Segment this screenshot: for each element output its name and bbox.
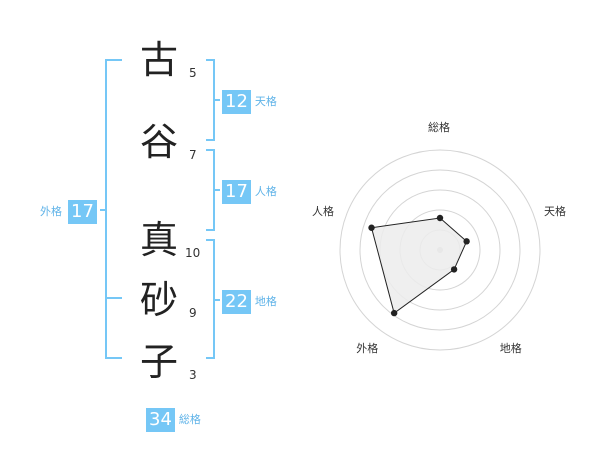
tenkaku-label: 天格 (254, 95, 277, 108)
gaikaku-bracket (105, 59, 122, 359)
radar-axis-label-2: 天格 (544, 205, 567, 219)
jinkaku-value: 17 (222, 180, 251, 204)
stroke-count-2: 7 (189, 148, 197, 162)
jinkaku-label: 人格 (254, 185, 277, 198)
soukaku-label: 総格 (178, 413, 201, 426)
radar-ring-5 (339, 149, 541, 351)
stroke-count-1: 5 (189, 66, 197, 80)
radar-point-1 (436, 214, 444, 222)
bracket-lines (100, 59, 220, 359)
soukaku-result: 34 総格 (146, 408, 201, 432)
radar-axis-label-1: 総格 (428, 121, 450, 134)
tenkaku-bracket (206, 59, 215, 141)
radar-polygon (370, 217, 468, 314)
stroke-count-5: 3 (189, 368, 197, 382)
chikaku-label: 地格 (254, 295, 277, 308)
radar-point-4 (390, 309, 398, 317)
name-char-4: 砂 (139, 278, 178, 322)
stroke-count-3: 10 (185, 246, 201, 260)
radar-point-2 (463, 238, 470, 245)
chikaku-value: 22 (222, 290, 251, 314)
gaikaku-label: 外格 (40, 205, 62, 218)
gaikaku-value: 17 (68, 200, 97, 224)
radar-point-3 (450, 266, 458, 273)
jinkaku-result: 17 人格 (222, 180, 277, 204)
jinkaku-bracket (206, 149, 215, 231)
radar-point-5 (368, 224, 375, 231)
tenkaku-result: 12 天格 (222, 90, 277, 114)
gaikaku-result: 外格 17 (40, 200, 97, 224)
name-char-1: 古 (139, 38, 178, 82)
radar-ring-4 (359, 169, 521, 331)
soukaku-value: 34 (146, 408, 175, 432)
name-char-2: 谷 (139, 120, 178, 164)
radar-axis-label-3: 地格 (499, 341, 522, 355)
radar-axis-label-5: 人格 (311, 205, 334, 219)
radar-svg (339, 149, 541, 351)
name-char-3: 真 (139, 218, 178, 262)
name-char-5: 子 (139, 340, 178, 384)
stroke-count-4: 9 (189, 306, 197, 320)
chikaku-bracket (206, 239, 215, 359)
tenkaku-value: 12 (222, 90, 251, 114)
radar-axis-label-4: 外格 (356, 341, 379, 355)
chikaku-result: 22 地格 (222, 290, 277, 314)
radar-chart (310, 110, 570, 370)
